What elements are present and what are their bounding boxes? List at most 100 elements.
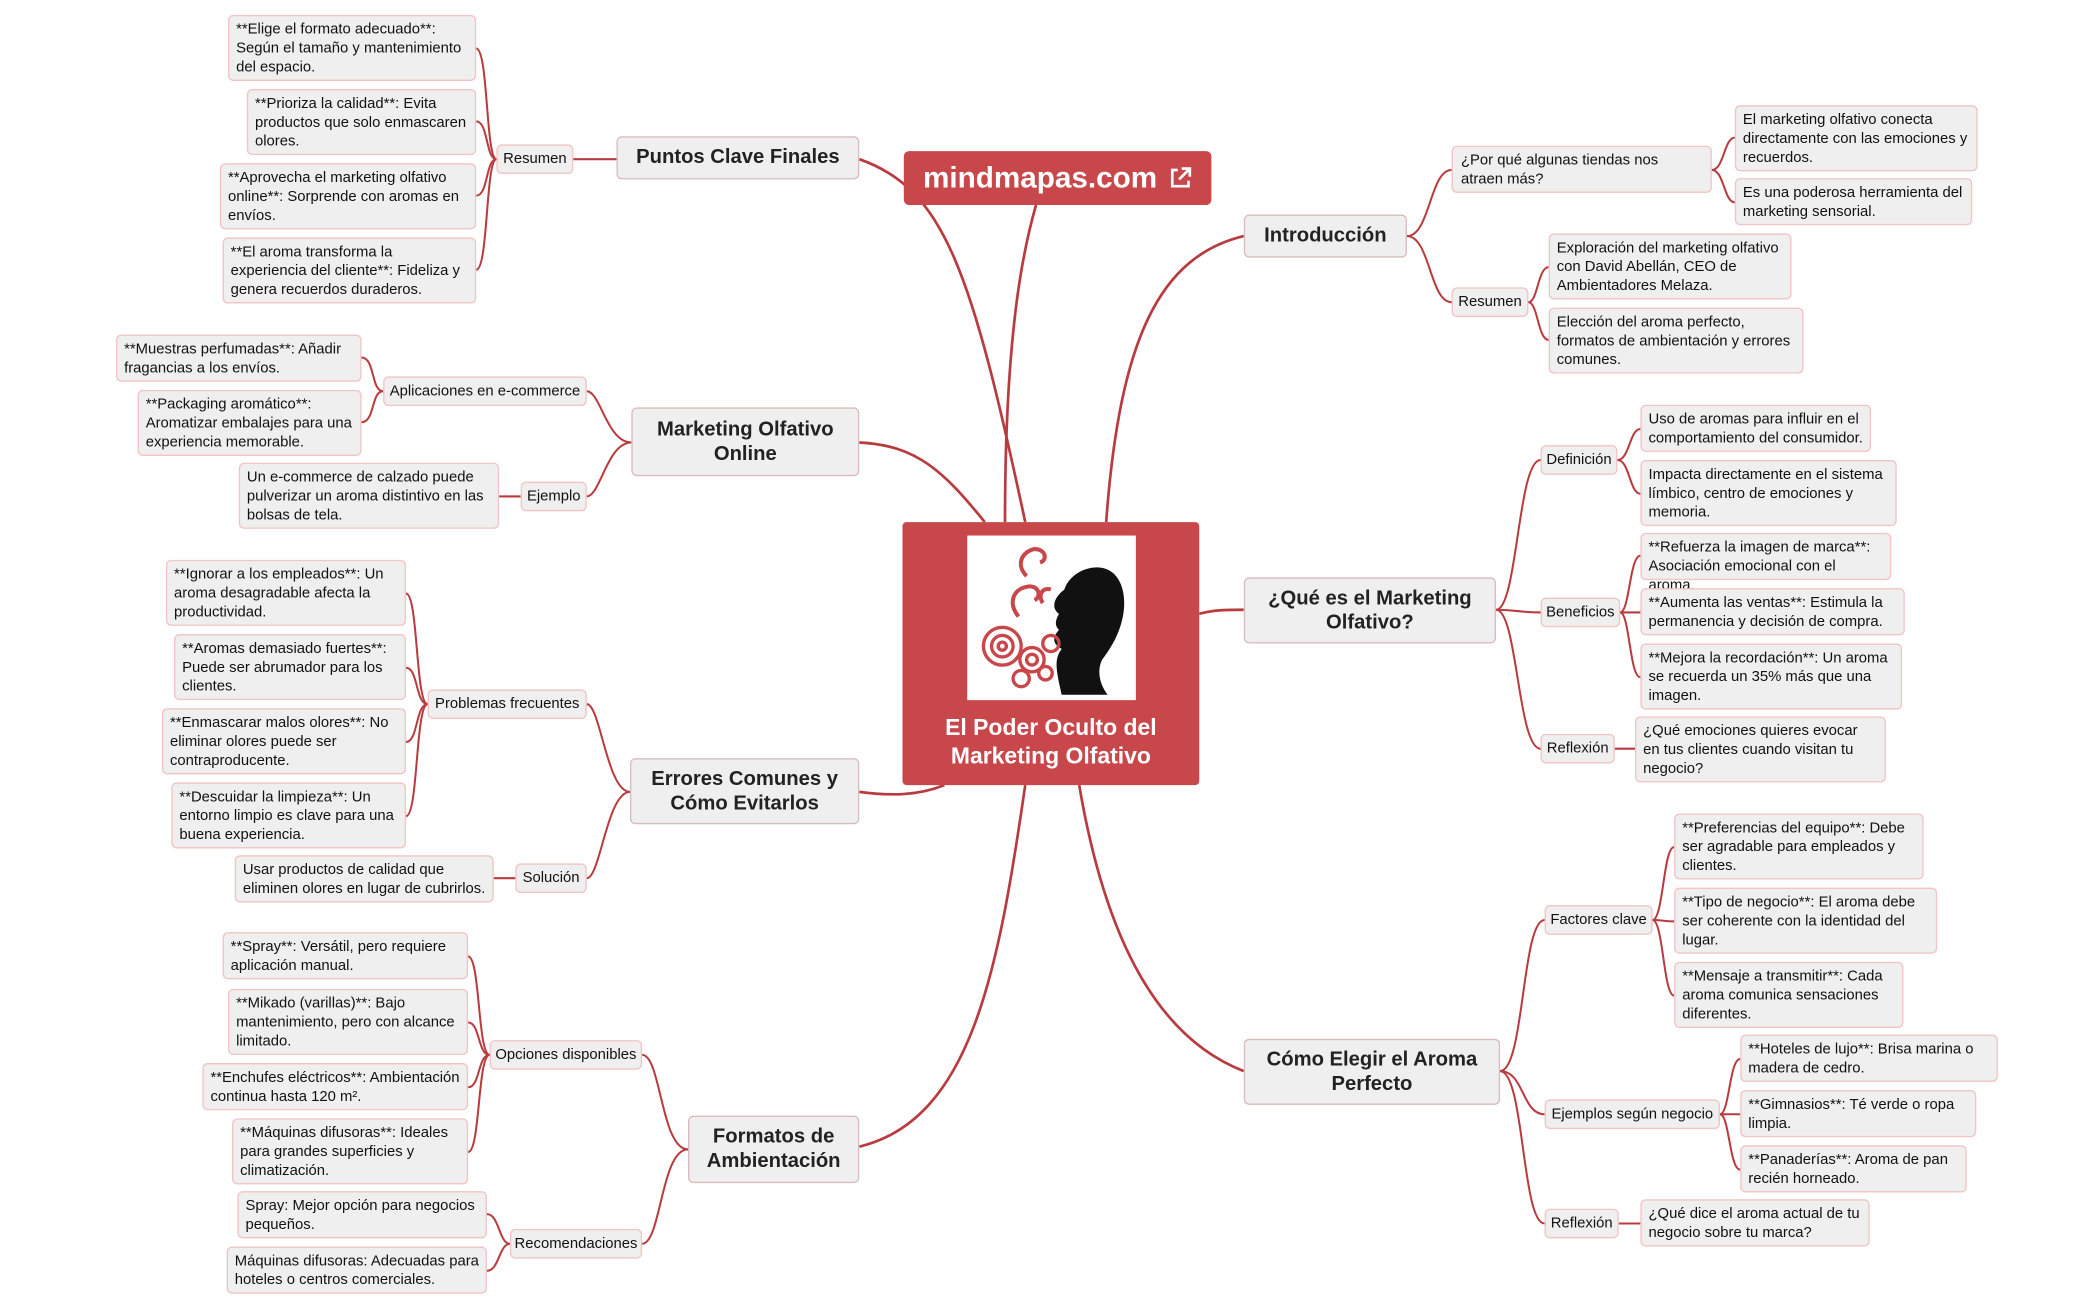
leaf-errores-1[interactable]: **Ignorar a los empleados**: Un aroma de… [165,559,407,626]
sub-reflexion-que[interactable]: Reflexión [1540,733,1615,764]
leaf-formatos-4[interactable]: **Máquinas difusoras**: Ideales para gra… [232,1118,469,1185]
topic-marketing-online[interactable]: Marketing Olfativo Online [631,407,860,477]
sub-label: ¿Por qué algunas tiendas nos atraen más? [1460,151,1659,187]
connector-line [1528,266,1550,304]
connector-line [1719,1057,1741,1116]
sub-label: Recomendaciones [514,1235,638,1252]
topic-como-elegir-aroma[interactable]: Cómo Elegir el Aroma Perfecto [1243,1038,1501,1105]
connector-line [1499,1070,1545,1225]
leaf-formatos-2[interactable]: **Mikado (varillas)**: Bajo mantenimient… [227,988,469,1055]
connector-line [467,955,491,1056]
connector-line [641,1148,689,1245]
topic-formatos-ambientacion[interactable]: Formatos de Ambientación [687,1115,860,1184]
connector-line [361,390,384,424]
leaf-puntos-3[interactable]: **Aprovecha el marketing olfativo online… [219,163,477,230]
sub-por-que-tiendas[interactable]: ¿Por qué algunas tiendas nos atraen más? [1451,145,1712,193]
sub-factores-clave[interactable]: Factores clave [1544,905,1653,935]
leaf-puntos-1[interactable]: **Elige el formato adecuado**: Según el … [227,14,477,81]
connector-line [1077,784,1245,1073]
sub-resumen-puntos[interactable]: Resumen [496,144,574,175]
leaf-intro-2[interactable]: Es una poderosa herramienta del marketin… [1734,178,1973,226]
leaf-que-6[interactable]: ¿Qué emociones quieres evocar en tus cli… [1634,716,1886,783]
sub-aplicaciones-ecommerce[interactable]: Aplicaciones en e-commerce [383,376,587,407]
sub-recomendaciones[interactable]: Recomendaciones [509,1228,643,1259]
topic-introduccion[interactable]: Introducción [1243,214,1408,258]
leaf-formatos-5[interactable]: Spray: Mejor opción para negocios pequeñ… [237,1191,487,1239]
connector-line [1619,554,1641,614]
leaf-elegir-4[interactable]: **Hoteles de lujo**: Brisa marina o made… [1740,1034,1998,1082]
leaf-errores-5[interactable]: Usar productos de calidad que eliminen o… [234,855,494,903]
leaf-errores-3[interactable]: **Enmascarar malos olores**: No eliminar… [161,708,407,775]
leaf-formatos-1[interactable]: **Spray**: Versátil, pero requiere aplic… [222,932,469,980]
sub-resumen-intro[interactable]: Resumen [1451,287,1529,318]
connector-line [859,783,945,796]
leaf-formatos-6[interactable]: Máquinas difusoras: Adecuadas para hotel… [226,1246,487,1294]
leaf-errores-4[interactable]: **Descuidar la limpieza**: Un entorno li… [171,782,407,849]
sub-label: Resumen [503,151,567,168]
connector-line [486,1242,511,1272]
leaf-puntos-2[interactable]: **Prioriza la calidad**: Evita productos… [246,89,477,156]
topic-errores-comunes[interactable]: Errores Comunes y Cómo Evitarlos [629,758,860,825]
sub-ejemplo[interactable]: Ejemplo [520,481,587,512]
connector-line [586,703,631,793]
connector-line [1495,458,1541,611]
leaf-que-3[interactable]: **Refuerza la imagen de marca**: Asociac… [1640,532,1892,594]
sub-label: Ejemplos según negocio [1551,1106,1714,1123]
connector-line [475,158,498,271]
leaf-elegir-6[interactable]: **Panaderías**: Aroma de pan recién horn… [1740,1145,1967,1193]
leaf-que-1[interactable]: Uso de aromas para influir en el comport… [1640,404,1872,452]
connector-line [405,703,429,818]
leaf-elegir-2[interactable]: **Tipo de negocio**: El aroma debe ser c… [1674,887,1938,954]
leaf-errores-2[interactable]: **Aromas demasiado fuertes**: Puede ser … [174,634,407,701]
sub-label: Problemas frecuentes [435,696,580,713]
woman-profile-aroma-icon [967,535,1136,701]
brand-link-button[interactable]: mindmapas.com [903,151,1212,206]
topic-que-es-marketing[interactable]: ¿Qué es el Marketing Olfativo? [1243,577,1497,644]
sub-reflexion-elegir[interactable]: Reflexión [1544,1208,1619,1239]
sub-beneficios[interactable]: Beneficios [1540,597,1621,628]
connector-line [1617,458,1641,495]
connector-line [467,1053,491,1154]
leaf-elegir-7[interactable]: ¿Qué dice el aroma actual de tu negocio … [1640,1199,1870,1247]
topic-title: Introducción [1264,223,1387,247]
connector-line [405,592,429,706]
leaf-intro-4[interactable]: Elección del aroma perfecto, formatos de… [1548,307,1804,374]
connector-line [1617,427,1641,462]
topic-puntos-clave[interactable]: Puntos Clave Finales [616,136,860,180]
connector-line [1104,234,1245,523]
leaf-elegir-1[interactable]: **Preferencias del equipo**: Debe ser ag… [1674,813,1924,880]
connector-line [1711,136,1736,171]
connector-line [1499,919,1545,1073]
leaf-intro-1[interactable]: El marketing olfativo conecta directamen… [1734,105,1978,172]
sub-definicion[interactable]: Definición [1540,445,1618,475]
leaf-intro-3[interactable]: Exploración del marketing olfativo con D… [1548,233,1792,300]
leaf-que-2[interactable]: Impacta directamente en el sistema límbi… [1640,460,1897,527]
connector-line [586,441,632,498]
sub-label: Resumen [1458,294,1522,311]
leaf-formatos-3[interactable]: **Enchufes eléctricos**: Ambientación co… [202,1063,469,1111]
central-topic[interactable]: El Poder Oculto del Marketing Olfativo [902,522,1200,786]
sub-problemas-frecuentes[interactable]: Problemas frecuentes [427,689,587,720]
leaf-online-1[interactable]: **Muestras perfumadas**: Añadir fraganci… [116,334,362,382]
leaf-elegir-5[interactable]: **Gimnasios**: Té verde o ropa limpia. [1740,1089,1977,1138]
sub-opciones-disponibles[interactable]: Opciones disponibles [489,1040,643,1070]
sub-ejemplos-negocio[interactable]: Ejemplos según negocio [1544,1099,1720,1130]
connector-line [1651,846,1675,922]
topic-title: Puntos Clave Finales [636,145,840,169]
topic-title: Formatos de Ambientación [706,1125,841,1173]
leaf-puntos-4[interactable]: **El aroma transforma la experiencia del… [222,237,477,304]
leaf-online-2[interactable]: **Packaging aromático**: Aromatizar emba… [137,389,362,456]
connector-line [1406,168,1452,238]
leaf-elegir-3[interactable]: **Mensaje a transmitir**: Cada aroma com… [1674,961,1904,1028]
connector-line [486,1213,511,1245]
topic-title: Marketing Olfativo Online [657,417,834,465]
sub-solucion[interactable]: Solución [515,863,587,894]
connector-line [1499,1070,1545,1116]
connector-line [1198,608,1244,616]
leaf-online-3[interactable]: Un e-commerce de calzado puede pulveriza… [238,462,500,529]
leaf-que-4[interactable]: **Aumenta las ventas**: Estimula la perm… [1640,588,1905,636]
connector-line [475,120,497,161]
leaf-que-5[interactable]: **Mejora la recordación**: Un aroma se r… [1640,643,1903,710]
connector-line [1619,611,1641,679]
